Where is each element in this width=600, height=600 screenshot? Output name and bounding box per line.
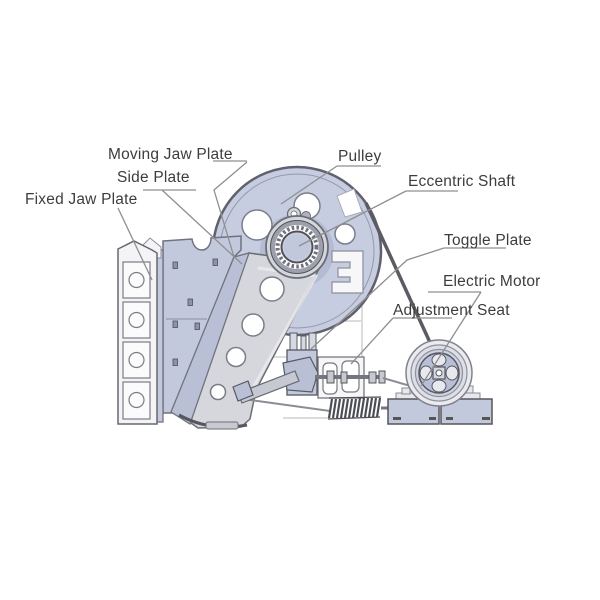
- tension-spring: [327, 396, 392, 420]
- label-fixed-jaw-plate: Fixed Jaw Plate: [25, 191, 138, 208]
- side-plate-part: [162, 235, 242, 414]
- arm-hole: [241, 313, 265, 337]
- moving-jaw-arm: [170, 252, 324, 430]
- tension-rod-thin: [242, 398, 331, 412]
- arm-hole: [225, 346, 247, 368]
- frame-e-bracket: [331, 250, 364, 294]
- leader-moving-jaw-plate: [213, 160, 248, 258]
- leader-fixed-jaw-plate: [117, 207, 153, 281]
- label-side-plate: Side Plate: [117, 169, 190, 186]
- leader-eccentric-shaft: [298, 190, 458, 247]
- drive-belt: [364, 202, 435, 350]
- leader-adjustment-seat: [350, 317, 452, 365]
- flywheel-hole: [334, 223, 356, 245]
- leader-side-plate: [143, 189, 243, 265]
- toggle-and-adjustment: [232, 332, 432, 420]
- label-pulley: Pulley: [338, 148, 382, 165]
- arm-hole: [259, 276, 285, 302]
- fixed-jaw-part: [117, 237, 164, 425]
- side-plate-bolts: [172, 258, 218, 366]
- arm-hole: [209, 383, 227, 401]
- motor-pulley: [405, 339, 473, 407]
- label-moving-jaw-plate: Moving Jaw Plate: [108, 146, 233, 163]
- label-electric-motor: Electric Motor: [443, 273, 541, 290]
- leader-electric-motor: [420, 291, 482, 387]
- label-toggle-plate: Toggle Plate: [444, 232, 532, 249]
- leader-toggle-plate: [310, 247, 506, 350]
- flywheel-notch: [336, 188, 363, 218]
- leader-lines: [117, 160, 506, 387]
- flywheel-hole: [241, 209, 273, 241]
- moving-jaw-die: [170, 252, 251, 425]
- label-eccentric-shaft: Eccentric Shaft: [408, 173, 516, 190]
- eccentric-shaft-bearing: [265, 206, 329, 279]
- label-adjustment-seat: Adjustment Seat: [393, 302, 510, 319]
- electric-motor-part: [387, 339, 493, 425]
- foot-pad: [205, 421, 239, 430]
- leader-pulley: [280, 165, 381, 205]
